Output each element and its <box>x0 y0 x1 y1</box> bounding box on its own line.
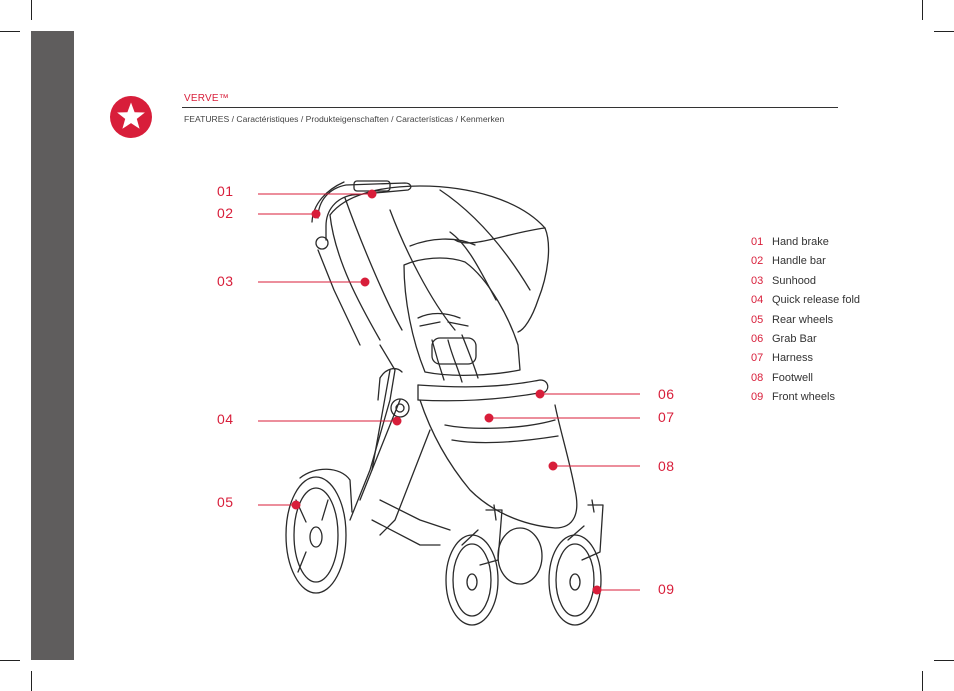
legend-label: Hand brake <box>772 236 829 248</box>
legend-label: Grab Bar <box>772 332 817 345</box>
callout-label: 08 <box>658 458 675 474</box>
crop-mark <box>0 660 20 661</box>
legend-item: 08 Footwell <box>751 372 860 391</box>
callout-label: 01 <box>217 183 234 199</box>
crop-mark <box>922 671 923 691</box>
legend-number: 01 <box>751 236 764 248</box>
callout-label: 06 <box>658 386 675 402</box>
legend-number: 03 <box>751 274 764 287</box>
callout-label: 09 <box>658 581 675 597</box>
legend-label: Sunhood <box>772 274 817 287</box>
crop-mark <box>934 31 954 32</box>
legend-item: 05 Rear wheels <box>751 314 860 333</box>
legend-item: 07 Harness <box>751 352 860 371</box>
page-subtitle: FEATURES / Caractéristiques / Produkteig… <box>184 114 505 124</box>
legend-item: 06 Grab Bar <box>751 333 860 352</box>
legend-item: 01 Hand brake <box>751 236 860 255</box>
page-title: VERVE™ <box>184 93 229 104</box>
crop-mark <box>922 0 923 20</box>
legend-label: Handle bar <box>772 255 826 268</box>
sidebar-band <box>31 31 74 660</box>
callout-label: 04 <box>217 411 234 427</box>
crop-mark <box>0 31 20 32</box>
legend-number: 09 <box>751 391 764 404</box>
legend-label: Quick release fold <box>772 294 861 307</box>
legend-number: 08 <box>751 371 764 384</box>
feature-legend: 01 Hand brake 02 Handle bar 03 Sunhood 04 Qu… <box>751 236 860 411</box>
crop-mark <box>934 660 954 661</box>
legend-label: Rear wheels <box>772 313 834 326</box>
legend-item: 09 Front wheels <box>751 391 860 410</box>
legend-number: 06 <box>751 332 764 345</box>
callout-label: 07 <box>658 409 675 425</box>
crop-mark <box>31 0 32 20</box>
legend-number: 07 <box>751 352 764 365</box>
legend-number: 02 <box>751 255 764 268</box>
title-divider <box>182 107 838 108</box>
legend-number: 04 <box>751 294 764 307</box>
star-badge-icon <box>110 96 152 138</box>
legend-item: 02 Handle bar <box>751 255 860 274</box>
legend-item: 04 Quick release fold <box>751 294 860 313</box>
callout-label: 05 <box>217 494 234 510</box>
crop-mark <box>31 671 32 691</box>
callout-label: 03 <box>217 273 234 289</box>
legend-item: 03 Sunhood <box>751 275 860 294</box>
legend-label: Front wheels <box>772 391 835 404</box>
legend-label: Footwell <box>772 371 813 384</box>
callout-label: 02 <box>217 205 234 221</box>
legend-label: Harness <box>772 352 813 365</box>
legend-number: 05 <box>751 313 764 326</box>
